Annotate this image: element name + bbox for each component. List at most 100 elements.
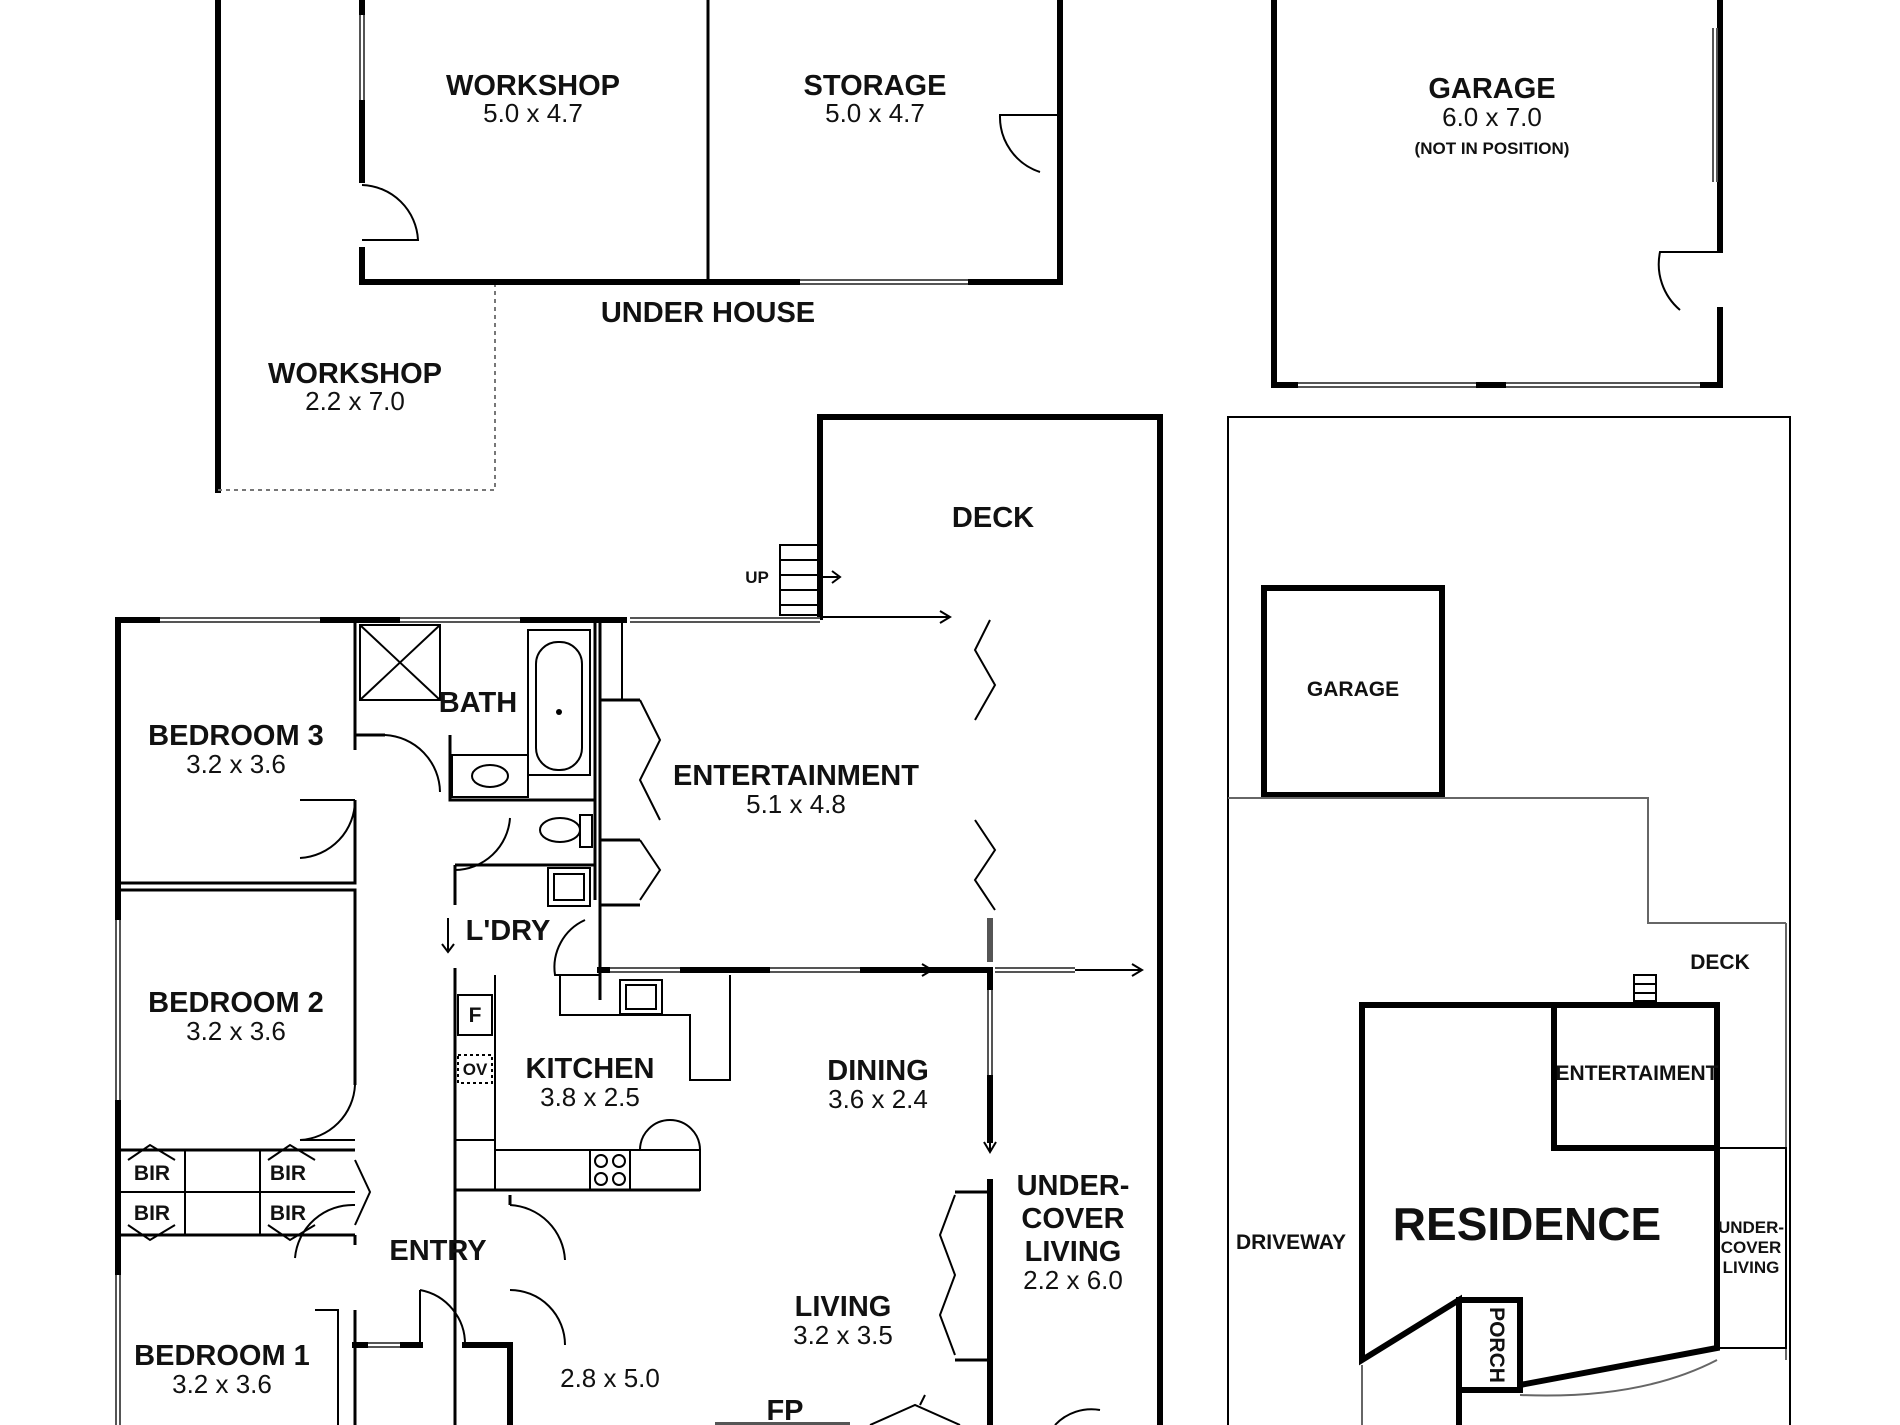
fireplace-label: FP (766, 1395, 803, 1425)
undercover-line1: UNDER- (1017, 1170, 1130, 1202)
residence-label: RESIDENCE (1393, 1198, 1661, 1250)
bedroom1-robe (315, 1309, 339, 1425)
driveway-label: DRIVEWAY (1236, 1231, 1346, 1254)
under-house-plan: WORKSHOP 5.0 x 4.7 STORAGE 5.0 x 4.7 UND… (215, 0, 1063, 493)
entertainment-bifold-1 (638, 699, 662, 821)
undercover-line2: COVER (1021, 1203, 1124, 1235)
toilet (539, 817, 581, 843)
side-workshop-label: WORKSHOP (268, 358, 442, 390)
site-stairs (1633, 974, 1657, 1002)
site-plan: GARAGE DECK ENTERTAIMENT UNDER- COVER LI… (1227, 416, 1791, 1425)
side-workshop-dims: 2.2 x 7.0 (305, 386, 405, 416)
laundry-label: L'DRY (466, 915, 551, 947)
bedroom1-dims: 3.2 x 3.6 (172, 1369, 272, 1399)
garage-note: (NOT IN POSITION) (1415, 139, 1570, 158)
shower (359, 624, 441, 701)
bedroom2-dims: 3.2 x 3.6 (186, 1016, 286, 1046)
bedroom2-door (299, 1084, 356, 1141)
built-in-robes (118, 1143, 372, 1242)
stairs-up-label: UP (745, 568, 769, 587)
kitchen-dims: 3.8 x 2.5 (540, 1082, 640, 1112)
living-bifold (938, 1194, 957, 1356)
entry-bedroom1-door (294, 1203, 356, 1259)
bedroom3-door (299, 799, 357, 859)
bir-label-4: BIR (270, 1202, 306, 1225)
entertainment-dims: 5.1 x 4.8 (746, 789, 846, 819)
deck-stairs (779, 544, 842, 616)
bedroom2-walls (118, 888, 357, 1085)
site-entertainment-label: ENTERTAIMENT (1556, 1062, 1719, 1085)
wc-door (454, 817, 511, 871)
laundry-tub (547, 867, 591, 907)
dining-label: DINING (827, 1055, 929, 1087)
living-dims: 3.2 x 3.5 (793, 1320, 893, 1350)
entertainment-bifold-2 (639, 839, 662, 901)
oven (457, 1054, 493, 1084)
bedroom1-label: BEDROOM 1 (134, 1340, 310, 1372)
fridge (457, 994, 493, 1036)
undercover-line3: LIVING (1025, 1236, 1122, 1268)
under-house-outer-wall (359, 0, 1063, 285)
vanity (451, 754, 529, 798)
site-boundary (1227, 416, 1791, 1425)
deck-bifold-south (973, 819, 997, 911)
front-door (419, 1289, 467, 1346)
bedroom3-label: BEDROOM 3 (148, 720, 324, 752)
bir-label-1: BIR (134, 1162, 170, 1185)
fireplace-hearth (869, 1394, 961, 1425)
site-undercover-line3: LIVING (1723, 1258, 1780, 1277)
storage-door (998, 114, 1060, 173)
site-garage (1261, 585, 1445, 798)
site-deck-label: DECK (1690, 951, 1750, 974)
under-house-label: UNDER HOUSE (601, 297, 815, 329)
fridge-label: F (469, 1004, 482, 1027)
garage-plan: GARAGE 6.0 x 7.0 (NOT IN POSITION) (1271, 0, 1723, 388)
bir-label-2: BIR (270, 1162, 306, 1185)
storage-label: STORAGE (804, 70, 947, 102)
bath-south-wall (448, 735, 595, 802)
garage-side-door (1657, 251, 1720, 311)
site-undercover (1716, 1147, 1787, 1349)
bedroom3-south-wall (118, 800, 357, 885)
site-fence (1228, 797, 1786, 924)
entertainment-label: ENTERTAINMENT (673, 760, 919, 792)
site-path (1519, 1359, 1718, 1397)
bedroom3-dims: 3.2 x 3.6 (186, 749, 286, 779)
workshop-label: WORKSHOP (446, 70, 620, 102)
undercover-dims: 2.2 x 6.0 (1023, 1265, 1123, 1295)
main-floor-plan: UP DECK BATH BED (115, 414, 1163, 1425)
site-entertainment (1551, 1002, 1720, 1151)
garage-outer-wall (1271, 0, 1723, 388)
living-door (509, 1289, 566, 1346)
kitchen-label: KITCHEN (526, 1053, 655, 1085)
garage-dims: 6.0 x 7.0 (1442, 102, 1542, 132)
garage-label: GARAGE (1428, 73, 1555, 105)
bedroom2-label: BEDROOM 2 (148, 987, 324, 1019)
bath-door (384, 734, 441, 793)
site-undercover-line1: UNDER- (1718, 1218, 1784, 1237)
site-undercover-line2: COVER (1721, 1238, 1781, 1257)
porch-label: PORCH (1485, 1307, 1508, 1383)
laundry-door (553, 919, 600, 976)
entry-kitchen-door (509, 1204, 566, 1261)
entry-label: ENTRY (389, 1235, 486, 1267)
kitchen-island (559, 975, 731, 1081)
kitchen-sink (619, 979, 663, 1015)
bath-label: BATH (439, 687, 517, 719)
cooktop (589, 1149, 631, 1191)
workshop-door (361, 184, 420, 241)
deck-bifold-north (973, 619, 997, 721)
bathtub (527, 629, 591, 776)
storage-dims: 5.0 x 4.7 (825, 98, 925, 128)
living-label: LIVING (795, 1291, 892, 1323)
porch (1456, 1297, 1523, 1393)
deck-label: DECK (952, 502, 1034, 534)
undercover-door (1054, 1408, 1101, 1425)
unnamed-room-dims: 2.8 x 5.0 (560, 1363, 660, 1393)
oven-label: OV (463, 1060, 488, 1079)
bir-label-3: BIR (134, 1202, 170, 1225)
site-garage-label: GARAGE (1307, 678, 1399, 701)
pantry-door (639, 1119, 701, 1151)
dining-dims: 3.6 x 2.4 (828, 1084, 928, 1114)
